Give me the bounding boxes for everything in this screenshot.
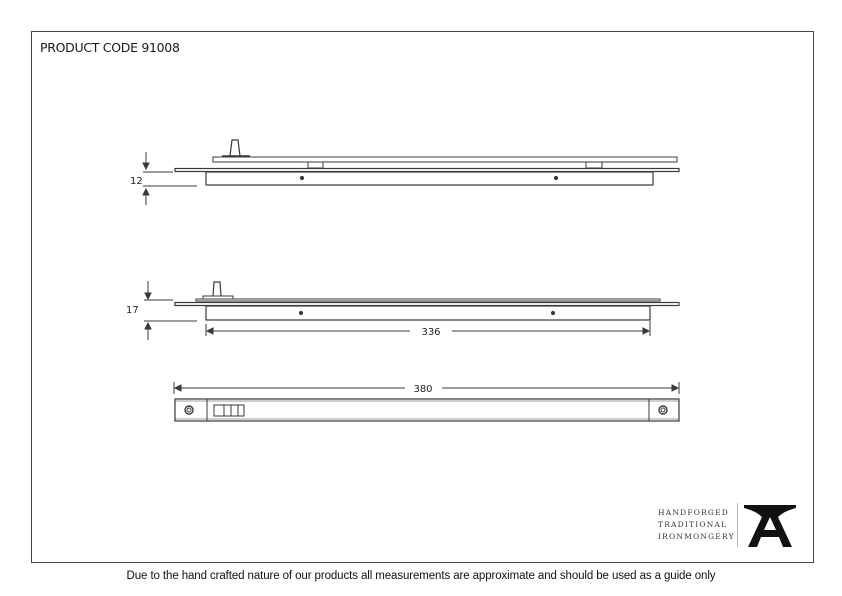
logo-divider (737, 503, 738, 547)
disclaimer-text: Due to the hand crafted nature of our pr… (126, 570, 716, 582)
logo-line-traditional: TRADITIONAL (658, 520, 728, 529)
logo-line-ironmongery: IRONMONGERY (658, 532, 735, 541)
dimension-label-336: 336 (421, 327, 440, 338)
top-view (173, 382, 680, 422)
brand-logo: HANDFORGED TRADITIONAL IRONMONGERY (652, 503, 802, 547)
dimension-label-12: 12 (130, 176, 143, 187)
logo-line-handforged: HANDFORGED (658, 508, 730, 517)
side-view-2 (144, 281, 680, 340)
product-code-label: PRODUCT CODE 91008 (40, 40, 180, 55)
logo-text: HANDFORGED TRADITIONAL IRONMONGERY (658, 507, 735, 543)
dimension-label-17: 17 (126, 305, 139, 316)
side-view-1 (142, 139, 680, 205)
drawing-frame (31, 31, 814, 563)
anvil-icon (744, 505, 796, 547)
dimension-label-380: 380 (413, 384, 432, 395)
